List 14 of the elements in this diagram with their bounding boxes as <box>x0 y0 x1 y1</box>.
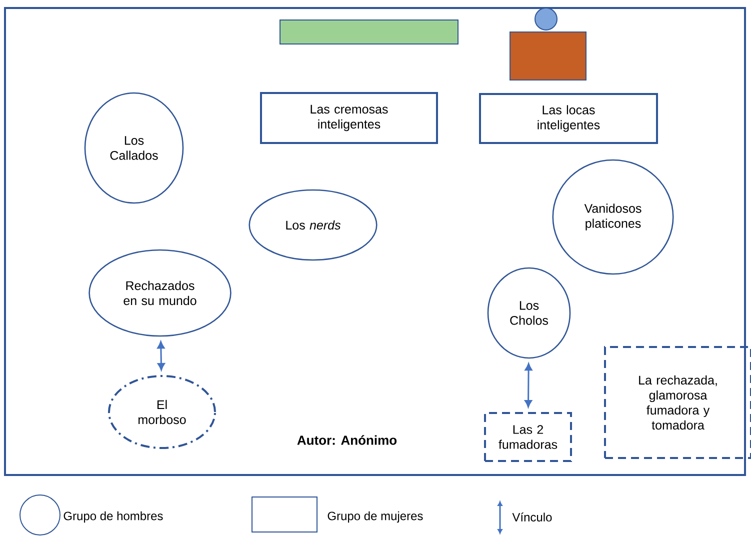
author-label: Autor: Anónimo <box>297 435 397 445</box>
group-box: Las cremosas inteligentes <box>260 92 438 144</box>
circle-shape <box>534 8 558 30</box>
frame-border <box>4 7 746 476</box>
double-arrow <box>157 341 165 370</box>
legend-text: Vínculo <box>512 512 552 522</box>
double-arrow <box>524 363 532 408</box>
legend-text: Grupo de mujeres <box>328 511 423 523</box>
block-shape <box>510 32 586 80</box>
bar-shape <box>280 20 458 44</box>
group-box: Las locas inteligentes <box>479 93 658 144</box>
group-box: La rechazada, glamorosa fumadora y tomadora <box>604 346 751 459</box>
legend-text: Grupo de hombres <box>64 511 163 523</box>
group-box: Las 2 fumadoras <box>484 412 572 462</box>
